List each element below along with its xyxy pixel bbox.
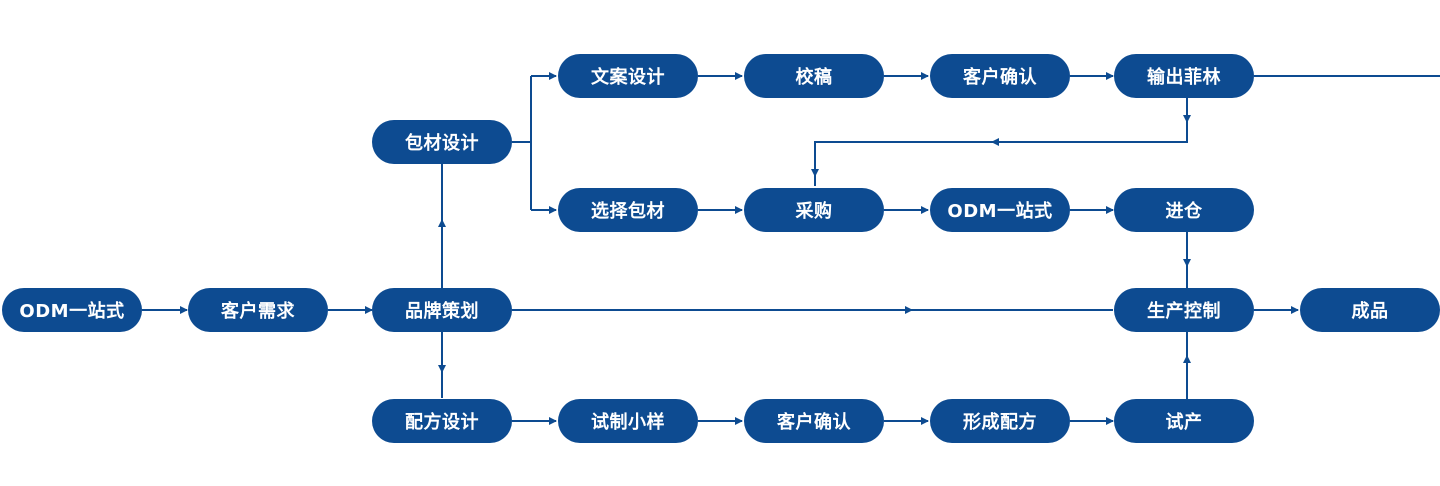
node-form-formula: 形成配方: [930, 399, 1070, 443]
node-formula-design: 配方设计: [372, 399, 512, 443]
node-trial-sample: 试制小样: [558, 399, 698, 443]
node-trial-production: 试产: [1114, 399, 1254, 443]
node-purchasing: 采购: [744, 188, 884, 232]
node-finished-product: 成品: [1300, 288, 1440, 332]
node-brand-planning: 品牌策划: [372, 288, 512, 332]
node-production-control: 生产控制: [1114, 288, 1254, 332]
node-proofreading: 校稿: [744, 54, 884, 98]
node-warehousing: 进仓: [1114, 188, 1254, 232]
node-copywriting-design: 文案设计: [558, 54, 698, 98]
node-odm-start: ODM一站式: [2, 288, 142, 332]
node-customer-demand: 客户需求: [188, 288, 328, 332]
node-customer-confirm-1: 客户确认: [930, 54, 1070, 98]
node-packaging-design: 包材设计: [372, 120, 512, 164]
node-odm-onestop: ODM一站式: [930, 188, 1070, 232]
node-select-packaging: 选择包材: [558, 188, 698, 232]
node-output-film: 输出菲林: [1114, 54, 1254, 98]
node-customer-confirm-2: 客户确认: [744, 399, 884, 443]
edge-packaging-branch: [512, 76, 532, 143]
